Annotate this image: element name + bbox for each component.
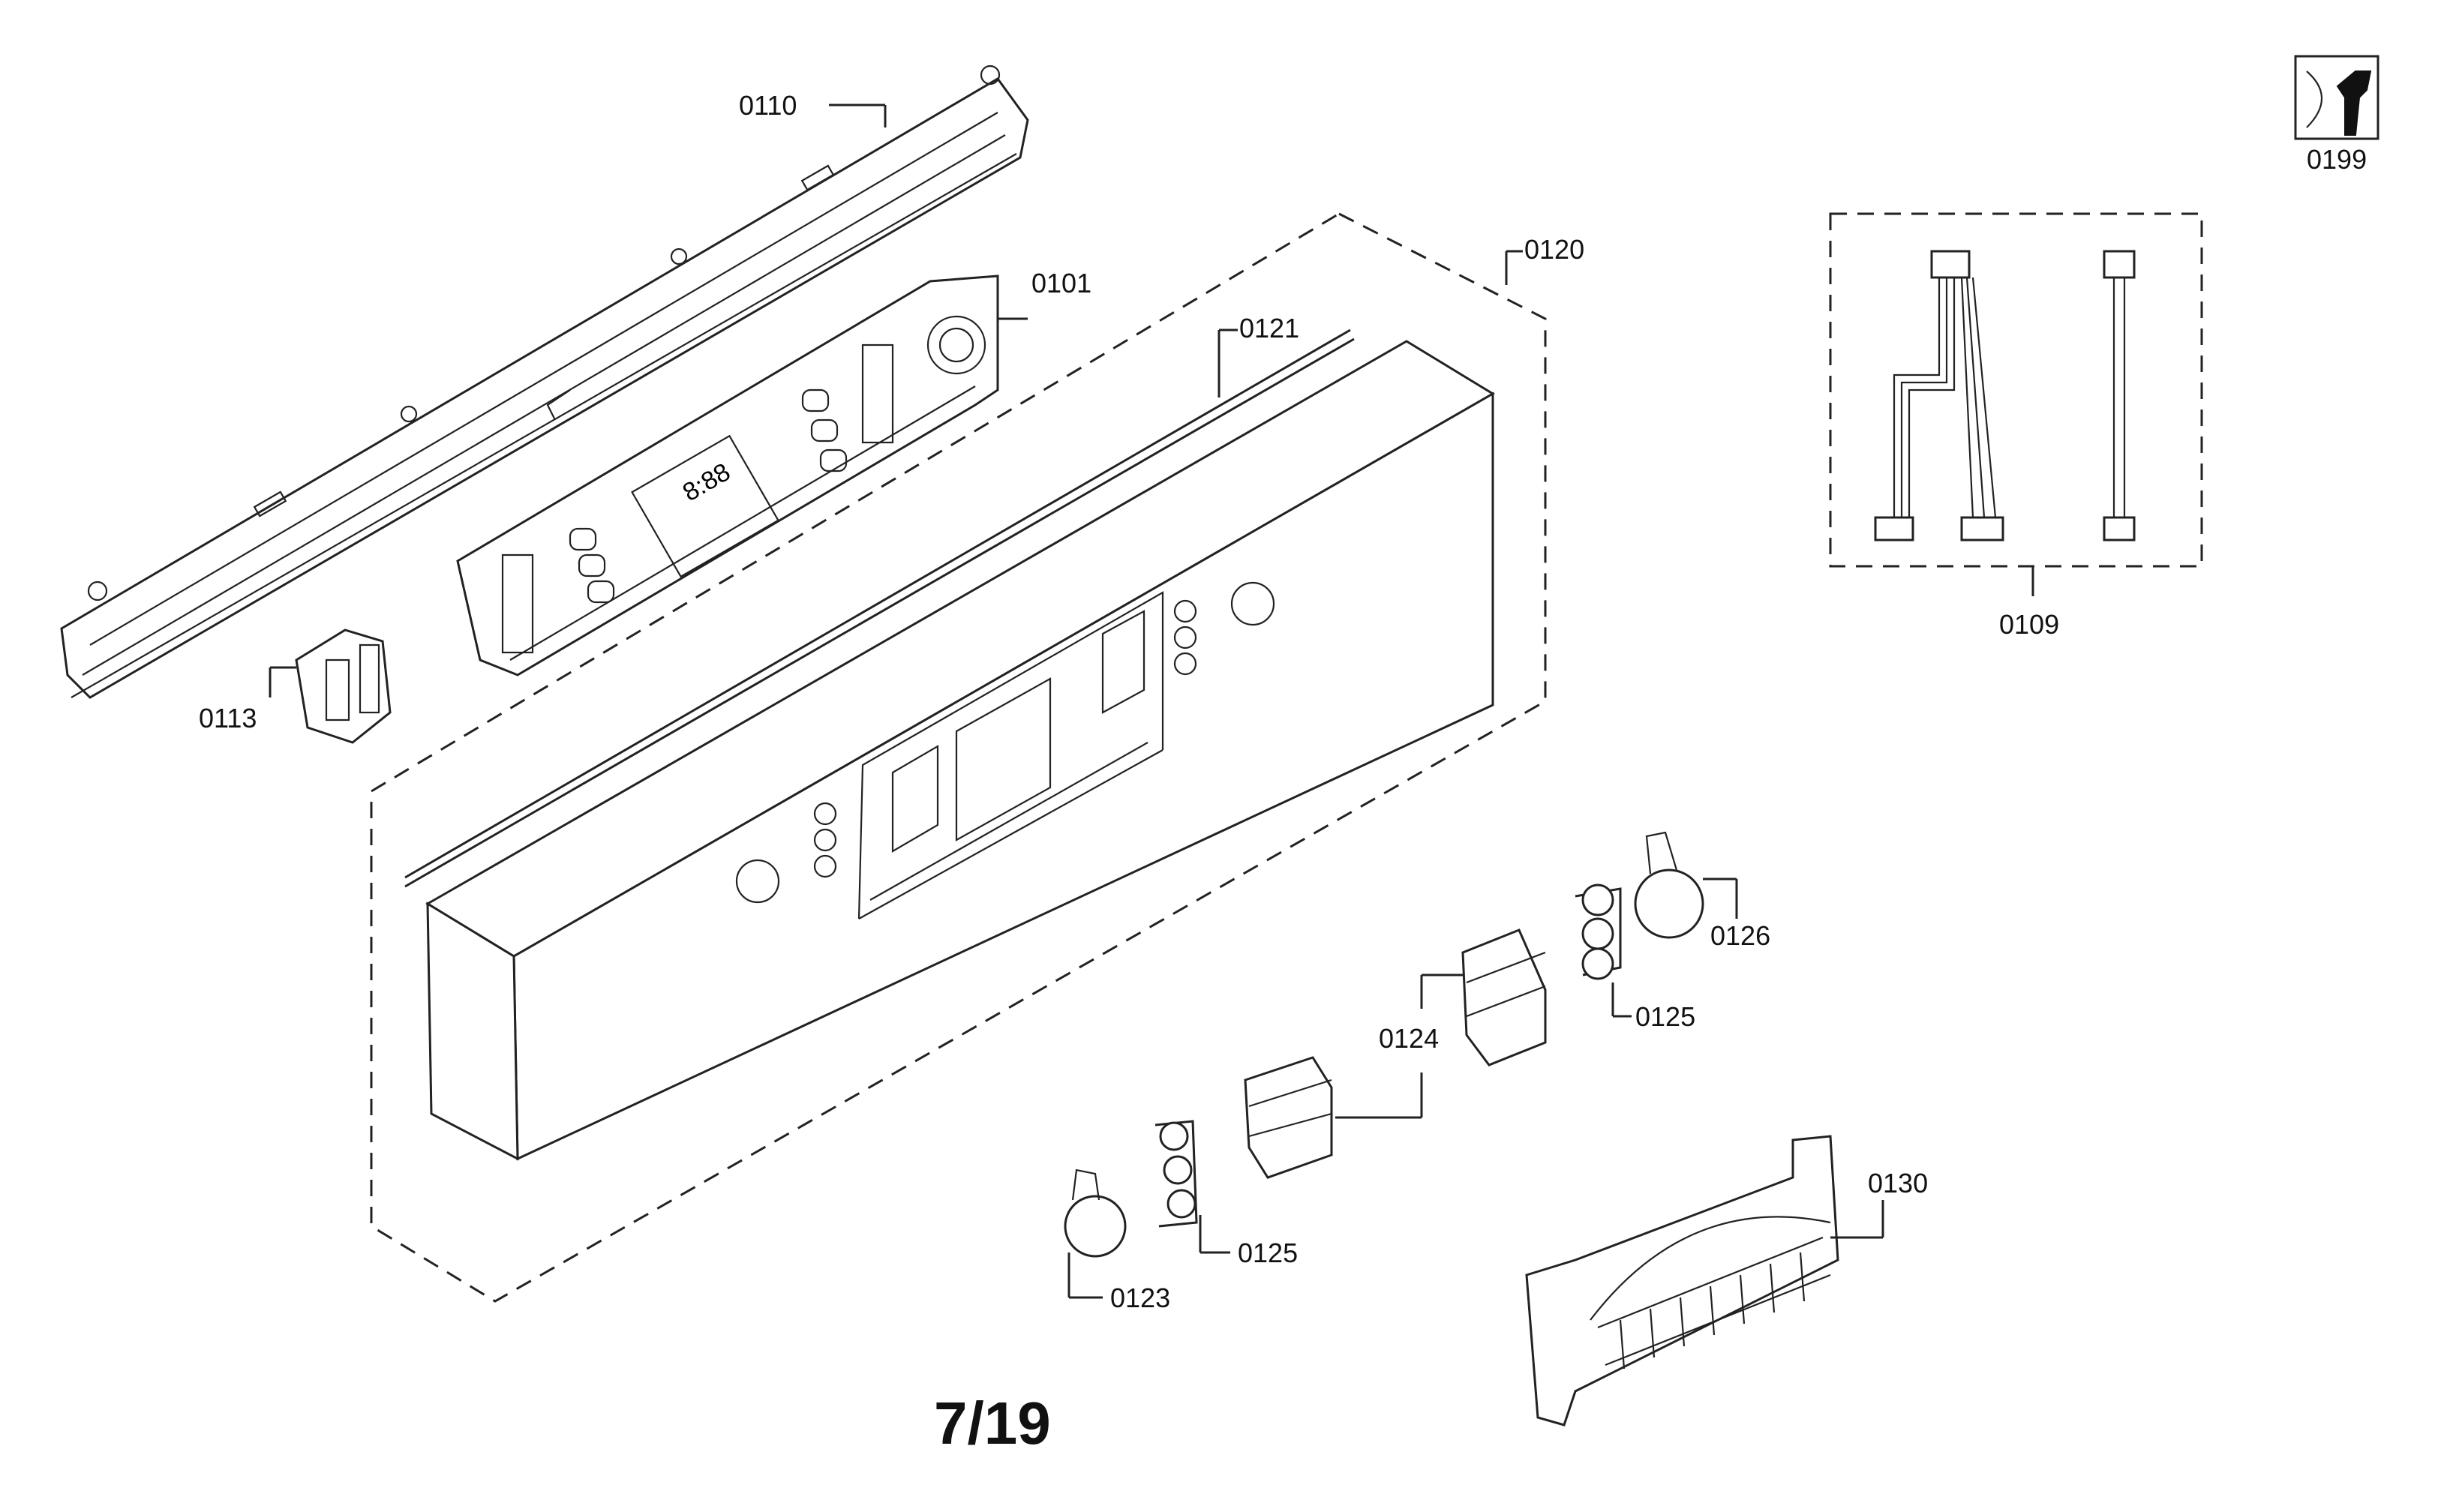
button-cluster-0125-upper[interactable] <box>1575 884 1622 980</box>
cover-0126[interactable] <box>1634 831 1704 939</box>
label-0109: 0109 <box>1999 609 2059 640</box>
bracket-0113[interactable] <box>295 628 392 744</box>
wiring-harness-0109[interactable] <box>1874 250 2136 542</box>
harness-box-0109 <box>1829 212 2203 568</box>
label-0110: 0110 <box>739 90 797 121</box>
button-strip-0124-upper[interactable] <box>1461 928 1547 1066</box>
label-0121: 0121 <box>1239 313 1299 344</box>
service-wrench-icon <box>2294 55 2379 140</box>
rail-0110[interactable] <box>60 64 1029 699</box>
button-strip-0124-lower[interactable] <box>1244 1056 1333 1179</box>
control-module-0101[interactable]: 8:88 <box>456 274 999 676</box>
label-0101: 0101 <box>1031 268 1091 298</box>
assembly-boundary-0120 <box>370 212 1547 1303</box>
label-0124: 0124 <box>1379 1023 1439 1054</box>
label-0126: 0126 <box>1710 920 1770 951</box>
label-0130: 0130 <box>1868 1168 1928 1198</box>
button-cluster-0125-lower[interactable] <box>1154 1120 1198 1228</box>
label-0113: 0113 <box>199 703 257 734</box>
label-0125-lower: 0125 <box>1238 1238 1298 1268</box>
housing-0130[interactable] <box>1525 1135 1839 1426</box>
front-panel-0120[interactable] <box>425 340 1495 1161</box>
seal-strip-0121[interactable] <box>404 328 1355 888</box>
label-0125-upper: 0125 <box>1635 1001 1695 1032</box>
knob-0123[interactable] <box>1064 1168 1127 1258</box>
page-number: 7/19 <box>934 1390 1051 1456</box>
label-0123: 0123 <box>1110 1282 1170 1313</box>
label-0120: 0120 <box>1524 234 1584 265</box>
label-0199: 0199 <box>2307 144 2367 175</box>
